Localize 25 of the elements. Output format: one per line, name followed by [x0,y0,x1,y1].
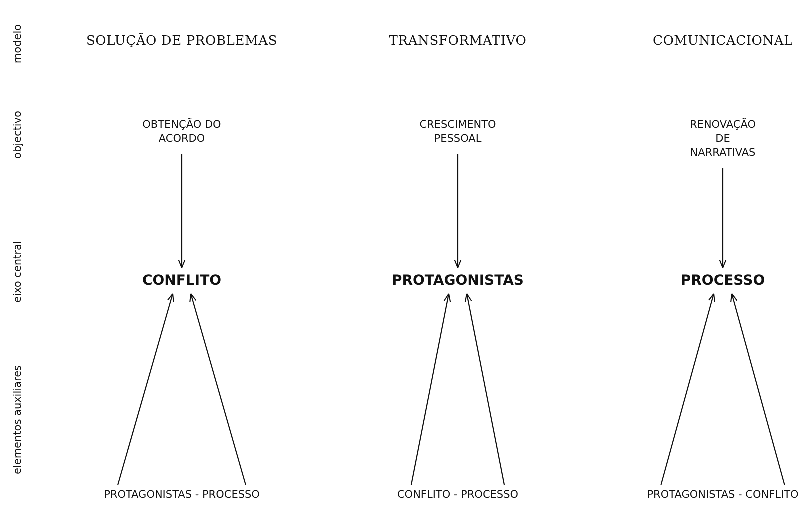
row-label: eixo central [12,241,24,303]
row-label: modelo [12,24,24,64]
arrow [118,293,174,486]
arrow [454,154,462,269]
arrow [410,293,452,486]
arrow [178,154,186,269]
auxiliary-elements-text: PROTAGONISTAS - PROCESSO [104,488,260,502]
arrow [190,293,246,486]
central-axis-text: PROTAGONISTAS [392,272,524,291]
arrow [464,293,506,486]
row-label: elementos auxiliares [12,365,24,475]
arrow [660,293,716,486]
column-heading: TRANSFORMATIVO [389,34,527,49]
arrow [730,293,786,486]
objective-text: RENOVAÇÃO DE NARRATIVAS [682,118,764,161]
auxiliary-elements-text: PROTAGONISTAS - CONFLITO [647,488,799,502]
objective-text: OBTENÇÃO DO ACORDO [122,118,242,146]
column-heading: SOLUÇÃO DE PROBLEMAS [86,34,278,49]
central-axis-text: CONFLITO [142,272,222,291]
arrow [719,168,727,269]
central-axis-text: PROCESSO [680,272,766,291]
column-heading: COMUNICACIONAL [652,34,794,49]
objective-text: CRESCIMENTO PESSOAL [398,118,518,146]
row-label: objectivo [12,111,24,159]
auxiliary-elements-text: CONFLITO - PROCESSO [397,488,519,502]
